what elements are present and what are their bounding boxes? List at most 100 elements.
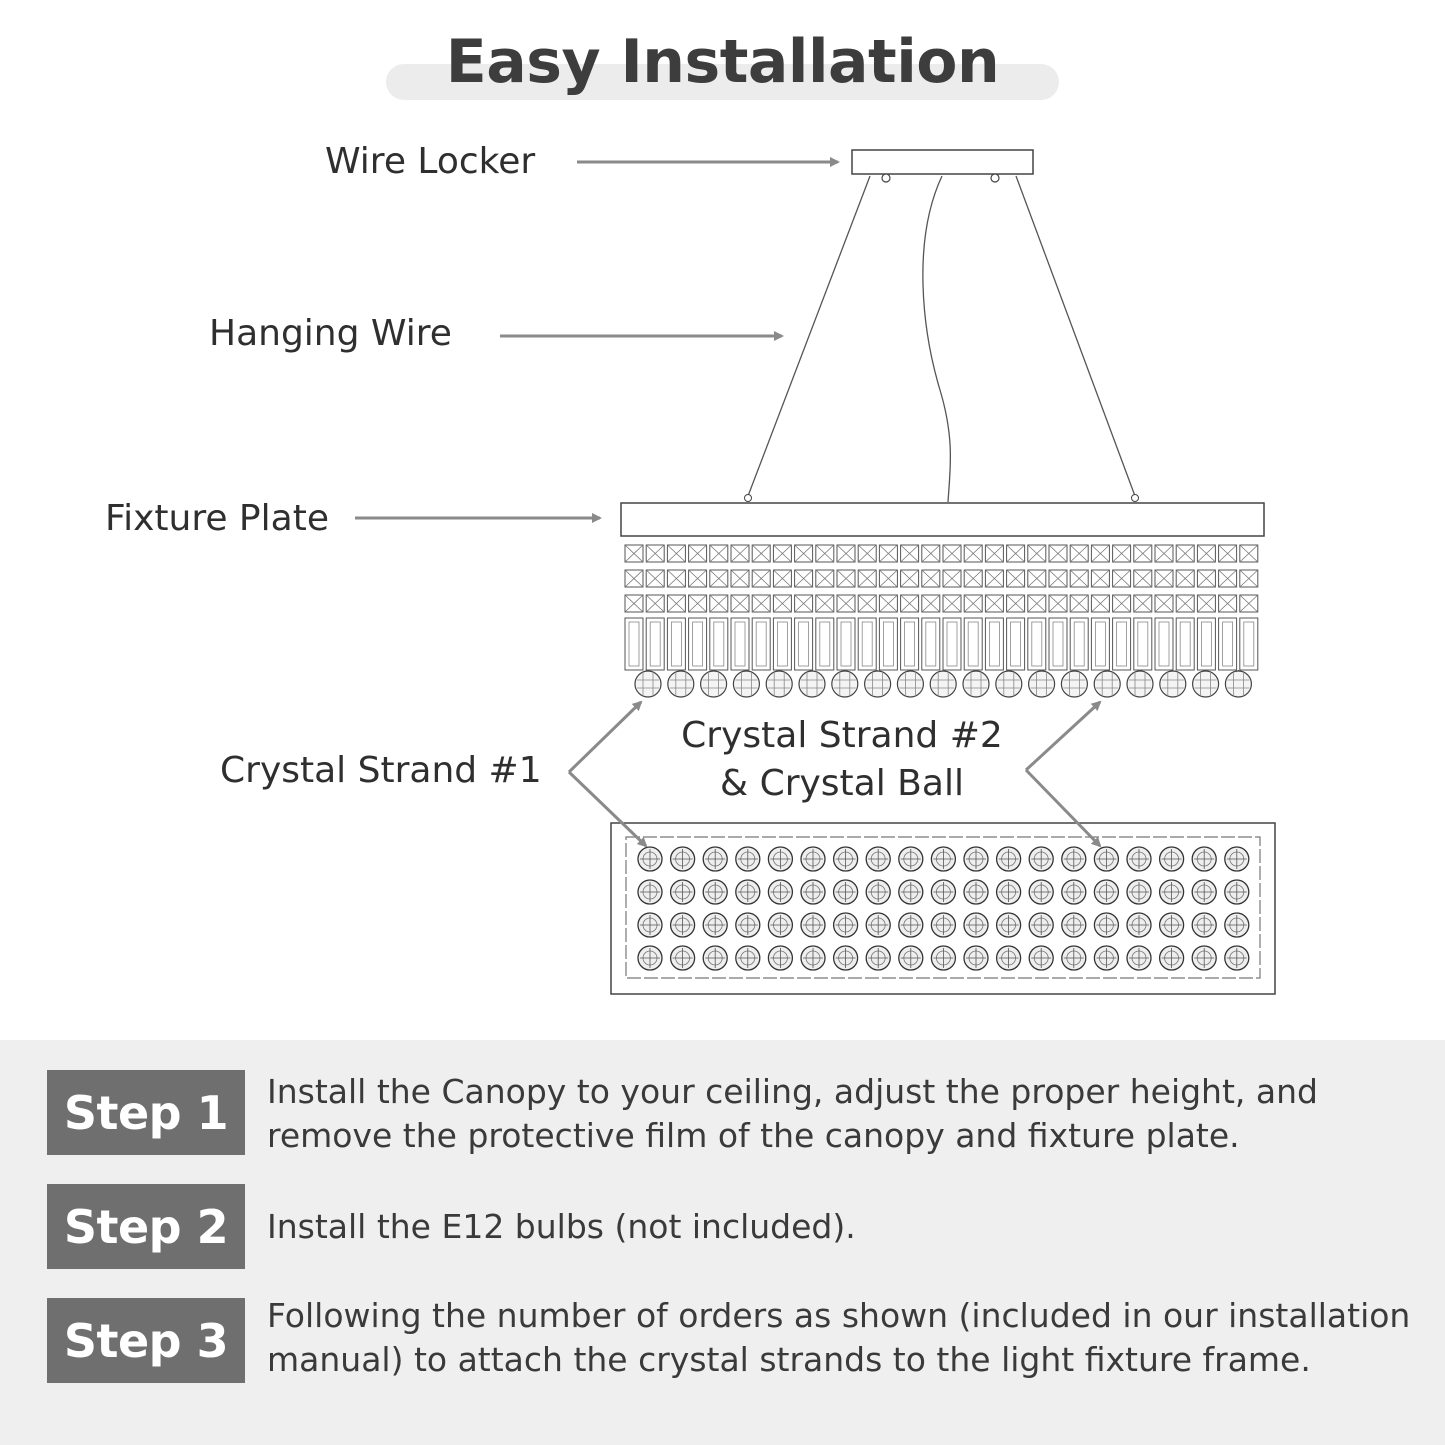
crystal-prism — [1090, 617, 1110, 671]
crystal-strand-2-arrow-up — [1024, 700, 1102, 772]
crystal-square — [836, 544, 856, 563]
fixture-plate — [620, 502, 1265, 537]
fixture-plate-label: Fixture Plate — [105, 498, 329, 539]
crystal-ball — [1224, 670, 1253, 698]
crystal-square — [984, 544, 1004, 563]
top-view-ball — [1061, 912, 1087, 938]
power-cord — [922, 175, 952, 503]
crystal-square — [1196, 569, 1216, 588]
crystal-square — [1048, 544, 1068, 563]
crystal-prism — [1112, 617, 1132, 671]
top-view-ball — [1093, 945, 1120, 971]
crystal-square — [1239, 594, 1259, 613]
top-view-ball — [800, 846, 826, 872]
top-view-ball — [702, 879, 728, 905]
top-view-ball — [669, 945, 696, 971]
top-view-ball — [832, 846, 859, 872]
crystal-square — [688, 594, 708, 613]
crystal-square — [963, 594, 983, 613]
crystal-ball — [1126, 670, 1154, 698]
crystal-prism — [624, 617, 644, 671]
crystal-prism — [1027, 617, 1047, 671]
crystal-prism — [1006, 617, 1026, 671]
crystal-square — [984, 594, 1004, 613]
crystal-prism — [1218, 617, 1238, 671]
crystal-square — [1196, 594, 1216, 613]
top-view-ball — [767, 846, 794, 872]
crystal-square — [666, 569, 686, 588]
top-view-ball — [963, 945, 989, 971]
top-view-ball — [1061, 846, 1087, 872]
crystal-square — [751, 569, 771, 588]
crystal-prism — [645, 617, 665, 671]
top-view-ball — [735, 879, 761, 905]
top-view-ball — [995, 912, 1022, 938]
crystal-square — [794, 569, 814, 588]
top-view-ball — [1093, 879, 1120, 905]
crystal-strand-1-label: Crystal Strand #1 — [220, 750, 542, 791]
crystal-square — [1175, 569, 1195, 588]
top-view-ball — [1126, 879, 1152, 905]
top-view-ball — [1158, 846, 1185, 872]
crystal-square — [709, 594, 729, 613]
crystal-square — [815, 594, 835, 613]
crystal-square — [900, 569, 920, 588]
crystal-square — [1090, 594, 1110, 613]
title-background — [386, 64, 1059, 100]
top-view-ball — [865, 846, 891, 872]
crystal-square — [624, 544, 644, 563]
step-3-text: Following the number of orders as shown … — [267, 1296, 1411, 1379]
crystal-prism — [942, 617, 962, 671]
page-title: Easy Installation — [445, 27, 1000, 97]
top-view-ball — [735, 846, 761, 872]
crystal-square — [794, 544, 814, 563]
top-view-ball — [669, 912, 696, 938]
crystal-square — [878, 544, 898, 563]
crystal-square — [1239, 544, 1259, 563]
crystal-square — [857, 544, 877, 563]
top-view-ball — [1028, 846, 1054, 872]
step-1-text: Install the Canopy to your ceiling, adju… — [267, 1072, 1318, 1155]
crystal-square — [1069, 569, 1089, 588]
top-view-ball — [1191, 912, 1217, 938]
crystal-square — [921, 569, 941, 588]
step-3-badge: Step 3 — [47, 1298, 245, 1383]
crystal-prism — [857, 617, 877, 671]
crystal-square — [751, 544, 771, 563]
crystal-square — [1175, 544, 1195, 563]
crystal-square — [666, 544, 686, 563]
crystal-square — [1239, 569, 1259, 588]
top-view-ball — [1061, 945, 1087, 971]
crystal-square — [709, 569, 729, 588]
top-view-ball — [995, 945, 1022, 971]
crystal-square — [1154, 569, 1174, 588]
top-view-ball — [767, 879, 794, 905]
crystal-square — [1090, 544, 1110, 563]
top-view-ball — [898, 879, 924, 905]
crystal-square — [963, 544, 983, 563]
crystal-square — [645, 594, 665, 613]
crystal-square — [815, 569, 835, 588]
top-view-ball — [800, 912, 826, 938]
hanging-wire-right — [1015, 175, 1136, 497]
crystal-square — [1112, 569, 1132, 588]
top-view-ball — [1028, 912, 1054, 938]
top-view-ball — [832, 912, 859, 938]
top-view-ball — [637, 945, 663, 971]
top-view-ball — [1224, 945, 1250, 971]
crystal-square — [772, 594, 792, 613]
crystal-prism — [1196, 617, 1216, 671]
crystal-square — [624, 569, 644, 588]
crystal-square — [1112, 544, 1132, 563]
crystal-ball — [896, 670, 925, 698]
crystal-prism — [709, 617, 729, 671]
crystal-ball — [831, 670, 859, 698]
crystal-square — [921, 544, 941, 563]
crystal-square — [921, 594, 941, 613]
crystal-square — [942, 594, 962, 613]
crystal-ball — [995, 670, 1023, 698]
canopy-screw-left — [881, 173, 891, 183]
crystal-square — [1048, 569, 1068, 588]
top-view-ball — [1061, 879, 1087, 905]
crystal-square — [1006, 569, 1026, 588]
